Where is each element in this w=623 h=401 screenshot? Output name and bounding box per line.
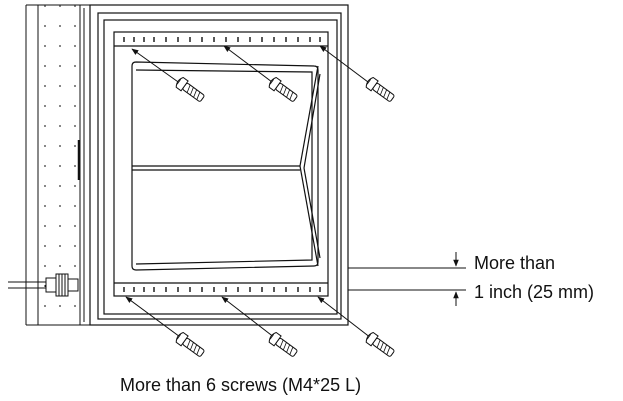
spacing-label-line1: More than xyxy=(474,253,556,273)
screws-caption: More than 6 screws (M4*25 L) xyxy=(120,375,362,395)
cable-connector xyxy=(8,273,79,297)
screw-top-2 xyxy=(223,45,300,105)
screw-bottom-2 xyxy=(221,296,300,360)
mounting-frame xyxy=(113,31,329,297)
spacing-label-line2: 1 inch (25 mm) xyxy=(474,282,595,302)
screw-top-1 xyxy=(131,48,207,105)
inner-device xyxy=(131,61,321,271)
screw-bottom-1 xyxy=(125,296,207,360)
side-enclosure xyxy=(25,4,90,326)
screw-top-3 xyxy=(319,45,397,105)
frame-holes-bottom xyxy=(123,287,321,292)
spacing-dimension xyxy=(348,252,466,306)
outer-panel xyxy=(89,4,349,326)
frame-holes-top xyxy=(123,37,321,42)
screw-bottom-3 xyxy=(317,296,397,360)
